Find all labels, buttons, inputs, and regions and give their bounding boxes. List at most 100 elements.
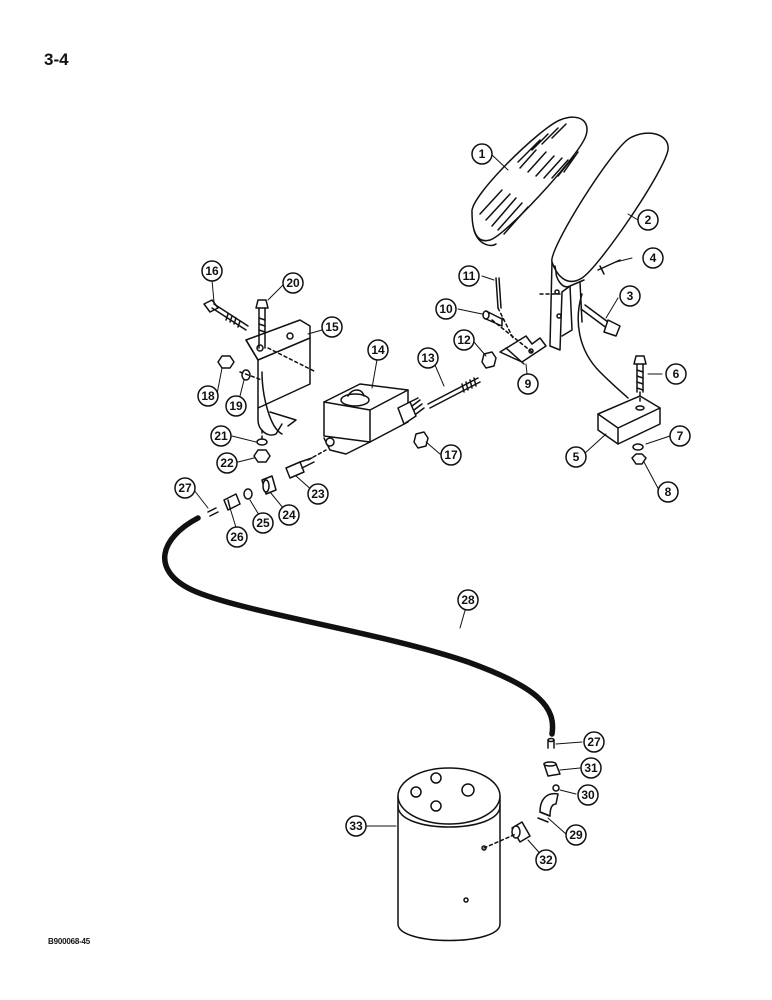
fitting-23-part: [285, 457, 315, 479]
svg-text:28: 28: [461, 593, 475, 607]
elbow-29-part: [537, 792, 559, 823]
svg-text:22: 22: [220, 456, 234, 470]
stop-block-part: [597, 395, 661, 445]
callout-21: 21: [210, 425, 232, 447]
callout-23: 23: [307, 483, 329, 505]
callout-10: 10: [435, 298, 457, 320]
pedal-pad-part: [471, 116, 588, 247]
nut-8-part: [631, 453, 647, 465]
svg-text:27: 27: [178, 481, 192, 495]
sleeve-25-part: [243, 488, 253, 500]
callout-14: 14: [367, 339, 389, 361]
callout-4: 4: [642, 247, 664, 269]
svg-text:16: 16: [205, 264, 219, 278]
svg-text:4: 4: [650, 251, 657, 265]
callout-5: 5: [565, 446, 587, 468]
nut-22-part: [253, 449, 271, 463]
svg-text:26: 26: [230, 530, 244, 544]
callout-29: 29: [565, 824, 587, 846]
svg-text:9: 9: [525, 377, 532, 391]
svg-text:12: 12: [457, 333, 471, 347]
svg-text:32: 32: [539, 853, 553, 867]
clevis-9-part: [499, 335, 547, 365]
callout-15: 15: [321, 316, 343, 338]
bolt-6-part: [633, 355, 647, 393]
sleeve-30-part: [552, 784, 560, 792]
svg-text:29: 29: [569, 828, 583, 842]
svg-text:3: 3: [627, 289, 634, 303]
cotter-pin-11-part: [495, 277, 502, 309]
svg-text:19: 19: [229, 399, 243, 413]
callout-8: 8: [657, 481, 679, 503]
callout-26: 26: [226, 526, 248, 548]
pedal-arm-part: [549, 132, 669, 399]
callout-2: 2: [637, 209, 659, 231]
figure-code: B900068-45: [48, 937, 91, 946]
brake-hose-28-part: [162, 515, 556, 737]
callout-27-bottom: 27: [583, 731, 605, 753]
reservoir-33-part: [397, 767, 517, 942]
callout-1: 1: [471, 143, 493, 165]
nut-17-part: [413, 431, 429, 449]
callout-3: 3: [619, 285, 641, 307]
svg-text:23: 23: [311, 487, 325, 501]
svg-text:30: 30: [581, 788, 595, 802]
callout-24: 24: [278, 504, 300, 526]
nut-26-part: [223, 493, 241, 511]
svg-text:1: 1: [479, 147, 486, 161]
fitting-32-part: [511, 821, 531, 843]
svg-text:33: 33: [349, 819, 363, 833]
callout-30: 30: [577, 784, 599, 806]
svg-text:8: 8: [665, 485, 672, 499]
callout-25: 25: [252, 512, 274, 534]
washer-7-part: [632, 443, 644, 451]
svg-text:31: 31: [584, 761, 598, 775]
svg-text:2: 2: [645, 213, 652, 227]
callout-9: 9: [517, 373, 539, 395]
callout-22: 22: [216, 452, 238, 474]
callout-6: 6: [665, 363, 687, 385]
svg-text:11: 11: [463, 269, 476, 283]
svg-text:15: 15: [325, 320, 339, 334]
svg-text:20: 20: [286, 276, 300, 290]
bolt-3-part: [580, 304, 621, 337]
callout-13: 13: [417, 347, 439, 369]
callout-20: 20: [282, 272, 304, 294]
callout-12: 12: [453, 329, 475, 351]
svg-text:25: 25: [256, 516, 270, 530]
mounting-bracket-15-part: [245, 319, 311, 436]
callout-layer: 1 2 3 4 5 6 7 8 9 10 11 12 13 14 15 16 1…: [174, 143, 691, 871]
svg-text:18: 18: [201, 389, 215, 403]
svg-text:13: 13: [421, 351, 435, 365]
bolt-20-part: [255, 299, 269, 349]
callout-28: 28: [457, 589, 479, 611]
callout-11: 11: [458, 265, 480, 287]
washer-21-part: [256, 438, 268, 446]
page-number: 3-4: [44, 50, 69, 69]
callout-27-top: 27: [174, 477, 196, 499]
svg-text:24: 24: [282, 508, 296, 522]
master-cylinder-14-part: [323, 383, 425, 455]
callout-33: 33: [345, 815, 367, 837]
fitting-24-part: [261, 475, 277, 495]
callout-17: 17: [440, 444, 462, 466]
callout-16: 16: [201, 260, 223, 282]
clevis-pin-10-part: [482, 310, 505, 327]
callout-31: 31: [580, 757, 602, 779]
svg-text:27: 27: [587, 735, 601, 749]
washer-19-part: [241, 369, 251, 381]
svg-text:10: 10: [439, 302, 453, 316]
nut-31-part: [543, 761, 561, 777]
nut-18-part: [217, 355, 235, 369]
callout-19: 19: [225, 395, 247, 417]
callout-18: 18: [197, 385, 219, 407]
callout-32: 32: [535, 849, 557, 871]
svg-text:17: 17: [444, 448, 458, 462]
svg-text:5: 5: [573, 450, 580, 464]
bolt-16-part: [203, 299, 249, 331]
callout-7: 7: [669, 425, 691, 447]
push-rod-13-part: [427, 377, 481, 409]
pipe-end-27b-part: [547, 737, 555, 749]
svg-text:21: 21: [214, 429, 228, 443]
